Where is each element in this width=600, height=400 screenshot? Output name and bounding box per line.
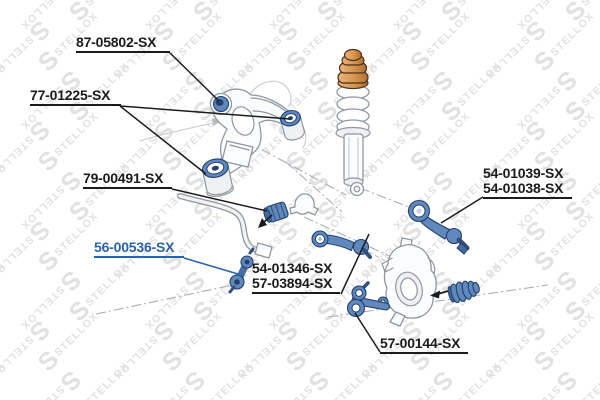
leader-lines bbox=[119, 52, 484, 353]
part-label-57-00144-sx: 57-00144-SX bbox=[380, 336, 468, 354]
ribbed-bushing-drawing bbox=[447, 280, 480, 304]
svg-text:SSTELLOX: SSTELLOX bbox=[188, 0, 261, 27]
axis-lines bbox=[95, 140, 549, 318]
part-label-87-05802-sx: 87-05802-SX bbox=[76, 35, 170, 53]
stab-bushing-79-00491-drawing bbox=[263, 201, 289, 223]
part-number: 54-01038-SX bbox=[483, 181, 572, 199]
shock-absorber-drawing bbox=[335, 48, 371, 197]
tie-rod-57-00144-drawing bbox=[346, 281, 390, 318]
part-label-54-01346-sx: 54-01346-SX 57-03894-SX bbox=[252, 261, 340, 294]
stab-link-56-00536-drawing bbox=[228, 247, 255, 294]
part-number: 79-00491-SX bbox=[83, 171, 172, 189]
bump-stop-drawing bbox=[337, 48, 369, 90]
control-arm-54-01346-drawing bbox=[311, 230, 372, 259]
stab-bracket-drawing bbox=[289, 193, 319, 216]
svg-text:SSTELLOX: SSTELLOX bbox=[64, 0, 137, 27]
bushing-77-01225-right-drawing bbox=[280, 109, 305, 141]
control-arm-54-01039-drawing bbox=[407, 199, 470, 255]
svg-text:SSTELLOX: SSTELLOX bbox=[0, 0, 13, 27]
insertion-guide-arrow bbox=[139, 118, 222, 142]
arrow-to-stab-bar bbox=[258, 214, 273, 228]
highlighted-part-number: 56-00536-SX bbox=[94, 240, 184, 258]
part-number: 77-01225-SX bbox=[30, 88, 121, 106]
stab-bar-end-plate bbox=[254, 242, 273, 259]
knuckle-drawing bbox=[377, 237, 437, 327]
part-label-79-00491-sx: 79-00491-SX bbox=[83, 171, 172, 189]
part-label-54-01039-sx: 54-01039-SX 54-01038-SX bbox=[483, 166, 572, 199]
part-label-77-01225-sx: 77-01225-SX bbox=[30, 88, 121, 106]
arrow-to-knuckle bbox=[430, 290, 449, 299]
part-number: 87-05802-SX bbox=[76, 35, 170, 53]
highlighted-leader-line bbox=[183, 257, 239, 275]
part-number: 54-01039-SX bbox=[483, 165, 564, 181]
part-number: 57-00144-SX bbox=[380, 336, 468, 354]
part-number: 54-01346-SX bbox=[252, 260, 333, 276]
part-number: 57-03894-SX bbox=[252, 276, 340, 294]
svg-text:SSTELLOX: SSTELLOX bbox=[312, 0, 385, 27]
part-label-56-00536-sx[interactable]: 56-00536-SX bbox=[94, 240, 184, 258]
svg-text:SSTELLOX: SSTELLOX bbox=[436, 0, 509, 27]
